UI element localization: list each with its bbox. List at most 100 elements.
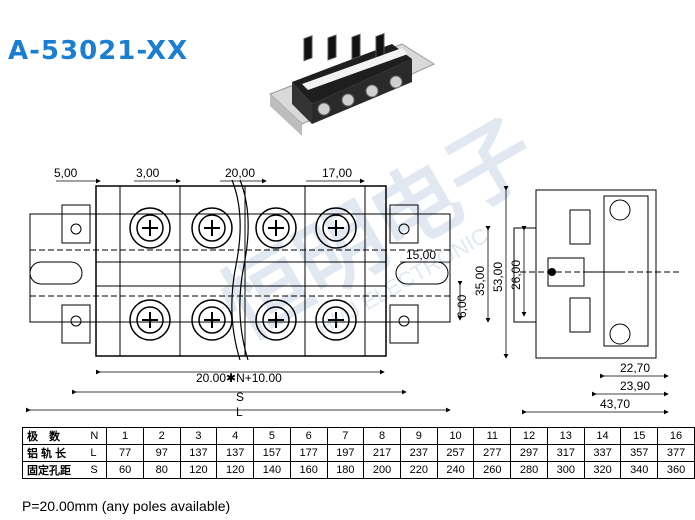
dim-22-7: 22,70 xyxy=(620,361,650,375)
terminal-cross xyxy=(328,312,344,328)
table-cell: 157 xyxy=(253,444,291,462)
table-cell: 60 xyxy=(106,461,144,479)
row-label: 极 数 xyxy=(22,427,89,445)
terminal-screw-inner xyxy=(136,214,164,242)
table-cell: 357 xyxy=(620,444,659,462)
dim-5: 5,00 xyxy=(54,166,78,180)
terminal-screw xyxy=(191,299,233,341)
table-cell: 280 xyxy=(510,461,548,479)
table-cell: 340 xyxy=(620,461,659,479)
row-unit: S xyxy=(88,461,108,479)
technical-drawing: 5,00 3,00 20,00 17,00 20.00✱N+10.00 S L … xyxy=(26,166,680,419)
table-cell: 257 xyxy=(436,444,475,462)
terminal-cross xyxy=(204,220,220,236)
dim-26: 26,00 xyxy=(509,260,523,290)
table-cell: 4 xyxy=(216,427,255,445)
table-cell: 160 xyxy=(289,461,328,479)
table-cell: 140 xyxy=(253,461,291,479)
terminal-screw-inner xyxy=(262,214,290,242)
terminal-cross xyxy=(268,220,284,236)
terminal-screw xyxy=(255,299,297,341)
dim-17: 17,00 xyxy=(322,166,352,180)
terminal-screw xyxy=(255,207,297,249)
table-cell: 180 xyxy=(326,461,365,479)
table-cell: 1 xyxy=(106,427,144,445)
table-cell: 97 xyxy=(142,444,181,462)
row-label: 铝 轨 长 xyxy=(22,444,89,462)
table-cell: 6 xyxy=(289,427,328,445)
terminal-cross xyxy=(268,312,284,328)
terminal-screw-inner xyxy=(198,306,226,334)
dim-43-7: 43,70 xyxy=(600,397,630,411)
dim-53: 53,00 xyxy=(491,262,505,292)
row-unit: L xyxy=(88,444,108,462)
table-cell: 11 xyxy=(473,427,512,445)
row-unit: N xyxy=(88,427,108,445)
table-cell: 240 xyxy=(436,461,475,479)
table-cell: 77 xyxy=(106,444,144,462)
table-cell: 120 xyxy=(216,461,255,479)
terminal-screw-inner xyxy=(136,306,164,334)
terminal-screw xyxy=(315,299,357,341)
table-cell: 277 xyxy=(473,444,512,462)
table-cell: 16 xyxy=(657,427,695,445)
terminal-screw xyxy=(191,207,233,249)
dim-formula: 20.00✱N+10.00 xyxy=(196,371,282,385)
table-cell: 317 xyxy=(546,444,585,462)
table-cell: 137 xyxy=(216,444,255,462)
dim-20: 20,00 xyxy=(225,166,255,180)
product-photo xyxy=(269,32,436,136)
table-cell: 8 xyxy=(363,427,401,445)
table-cell: 237 xyxy=(399,444,438,462)
table-cell: 2 xyxy=(142,427,181,445)
table-cell: 137 xyxy=(179,444,218,462)
table-cell: 220 xyxy=(399,461,438,479)
table-cell: 14 xyxy=(583,427,622,445)
table-cell: 320 xyxy=(583,461,622,479)
table-cell: 300 xyxy=(546,461,585,479)
table-cell: 360 xyxy=(657,461,695,479)
table-cell: 217 xyxy=(363,444,401,462)
table-cell: 12 xyxy=(510,427,548,445)
terminal-screw xyxy=(129,207,171,249)
dim-35: 35,00 xyxy=(473,266,487,296)
dim-l: L xyxy=(236,405,243,419)
table-cell: 377 xyxy=(657,444,695,462)
table-cell: 260 xyxy=(473,461,512,479)
dim-15: 15,00 xyxy=(406,248,436,262)
terminal-screw xyxy=(129,299,171,341)
table-cell: 10 xyxy=(436,427,475,445)
model-title: A-53021-XX xyxy=(8,36,189,66)
table-cell: 120 xyxy=(179,461,218,479)
table-cell: 297 xyxy=(510,444,548,462)
table-cell: 337 xyxy=(583,444,622,462)
dim-23-9: 23,90 xyxy=(620,379,650,393)
dim-6: 6,00 xyxy=(455,294,469,318)
terminal-screw-inner xyxy=(322,214,350,242)
table-cell: 177 xyxy=(289,444,328,462)
table-cell: 3 xyxy=(179,427,218,445)
table-cell: 5 xyxy=(253,427,291,445)
table-cell: 80 xyxy=(142,461,181,479)
terminal-screw-inner xyxy=(198,214,226,242)
dim-s: S xyxy=(236,390,244,404)
terminal-cross xyxy=(142,220,158,236)
terminal-cross xyxy=(328,220,344,236)
table-cell: 7 xyxy=(326,427,365,445)
table-cell: 13 xyxy=(546,427,585,445)
table-cell: 9 xyxy=(399,427,438,445)
row-label: 固定孔距 xyxy=(22,461,89,479)
terminal-screw-inner xyxy=(262,306,290,334)
table-cell: 200 xyxy=(363,461,401,479)
terminal-screw-inner xyxy=(322,306,350,334)
terminal-cross xyxy=(142,312,158,328)
dim-3: 3,00 xyxy=(136,166,160,180)
terminal-screw xyxy=(315,207,357,249)
footnote: P=20.00mm (any poles available) xyxy=(22,498,231,514)
terminal-cross xyxy=(204,312,220,328)
table-cell: 15 xyxy=(620,427,659,445)
